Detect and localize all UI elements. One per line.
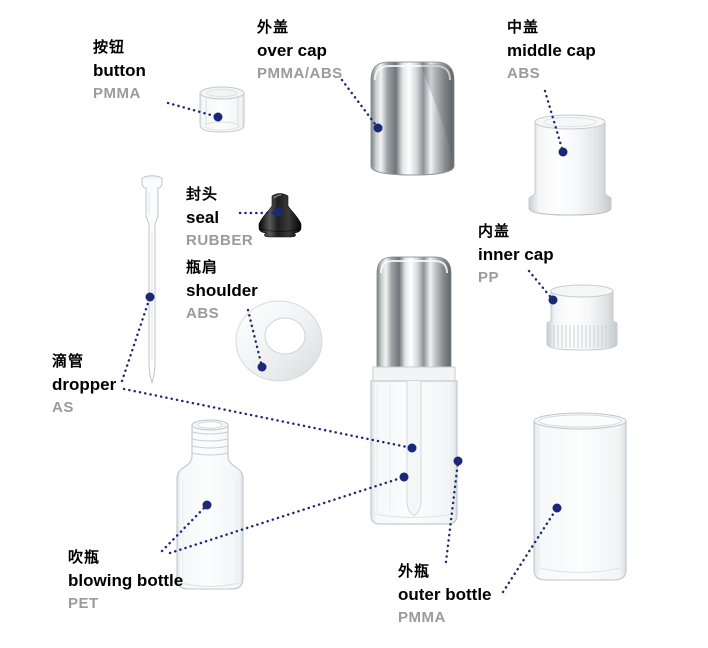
connector-dot	[552, 503, 562, 513]
label-inner-cap-zh: 内盖	[478, 223, 511, 240]
label-inner-cap-en: inner cap	[478, 245, 554, 264]
label-dropper-zh: 滴管	[52, 353, 85, 370]
label-blowing-bottle-en: blowing bottle	[68, 571, 184, 590]
label-over-cap: 外盖 over cap PMMA/ABS	[257, 16, 343, 85]
label-seal-material: RUBBER	[186, 232, 254, 249]
leader-line	[527, 269, 555, 302]
label-button-en: button	[93, 61, 146, 80]
connector-dot	[548, 295, 558, 305]
label-blowing-bottle-material: PET	[68, 595, 99, 612]
label-dropper-material: AS	[52, 399, 74, 416]
assembled-bottle-drawing	[370, 256, 458, 525]
label-middle-cap-en: middle cap	[507, 41, 596, 60]
label-blowing-bottle-zh: 吹瓶	[68, 549, 101, 566]
label-blowing-bottle: 吹瓶 blowing bottle PET	[68, 546, 183, 615]
leader-line	[122, 387, 414, 450]
label-outer-bottle-en: outer bottle	[398, 585, 492, 604]
label-seal-zh: 封头	[186, 186, 219, 203]
label-over-cap-zh: 外盖	[257, 19, 290, 36]
label-seal: 封头 seal RUBBER	[186, 183, 253, 252]
outer-bottle-drawing	[533, 412, 627, 581]
leader-line	[340, 78, 380, 130]
button-cap-drawing	[199, 86, 245, 133]
over-cap-drawing	[370, 61, 455, 176]
connector-dot	[399, 472, 409, 482]
label-button-zh: 按钮	[93, 39, 126, 56]
label-outer-bottle-zh: 外瓶	[398, 563, 431, 580]
leader-line	[543, 89, 565, 154]
connector-dots	[145, 112, 568, 513]
label-shoulder: 瓶肩 shoulder ABS	[186, 256, 258, 325]
inner-cap-drawing	[546, 284, 618, 351]
label-over-cap-material: PMMA/ABS	[257, 65, 343, 82]
label-over-cap-en: over cap	[257, 41, 327, 60]
connector-dot	[202, 500, 212, 510]
connector-dot	[407, 443, 417, 453]
leader-line	[246, 308, 264, 369]
label-middle-cap-zh: 中盖	[507, 19, 540, 36]
leader-line	[160, 503, 209, 553]
label-shoulder-zh: 瓶肩	[186, 259, 219, 276]
label-dropper-en: dropper	[52, 375, 117, 394]
leader-line	[168, 475, 406, 555]
connector-dot	[257, 362, 267, 372]
label-inner-cap-material: PP	[478, 269, 500, 286]
connector-dot	[273, 207, 283, 217]
label-middle-cap-material: ABS	[507, 65, 541, 82]
dropper-drawing	[141, 175, 163, 384]
label-outer-bottle: 外瓶 outer bottle PMMA	[398, 560, 492, 629]
leader-line	[166, 101, 220, 119]
shoulder-ring-drawing	[235, 300, 323, 382]
label-button-material: PMMA	[93, 85, 141, 102]
connector-dot	[373, 123, 383, 133]
leader-line	[444, 460, 460, 564]
leader-line	[120, 295, 152, 383]
label-shoulder-en: shoulder	[186, 281, 258, 300]
label-button: 按钮 button PMMA	[93, 36, 146, 105]
label-middle-cap: 中盖 middle cap ABS	[507, 16, 596, 85]
connector-dot	[213, 112, 223, 122]
connector-dot	[453, 456, 463, 466]
connector-dot	[145, 292, 155, 302]
label-shoulder-material: ABS	[186, 305, 220, 322]
leader-line	[501, 506, 559, 594]
label-seal-en: seal	[186, 208, 220, 227]
connector-dot	[558, 147, 568, 157]
middle-cap-drawing	[528, 114, 612, 216]
label-dropper: 滴管 dropper AS	[52, 350, 116, 419]
label-outer-bottle-material: PMMA	[398, 609, 446, 626]
label-inner-cap: 内盖 inner cap PP	[478, 220, 554, 289]
leader-lines	[120, 78, 565, 594]
